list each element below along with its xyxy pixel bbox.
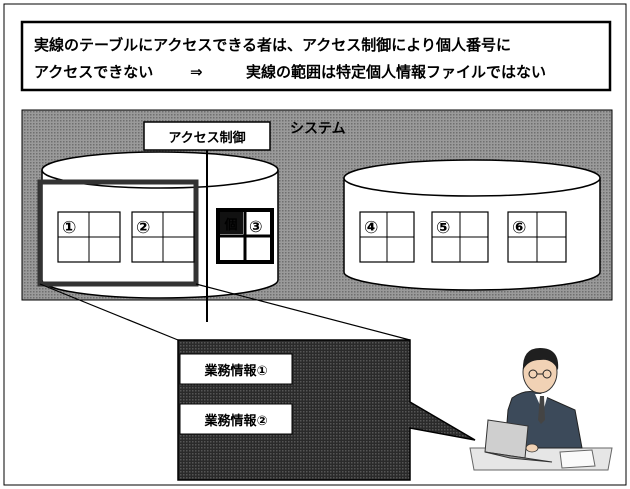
table-2: ② xyxy=(131,211,195,263)
header-line-1: 実線のテーブルにアクセスできる者は、アクセス制御により個人番号に xyxy=(34,36,511,54)
office-worker-icon xyxy=(469,348,613,471)
table-4: ④ xyxy=(359,211,415,263)
table-1-label: ① xyxy=(62,218,76,238)
business-info-1-label: 業務情報① xyxy=(203,363,267,379)
selection-range-box xyxy=(37,179,199,287)
header-box: 実線のテーブルにアクセスできる者は、アクセス制御により個人番号に アクセスできな… xyxy=(20,20,612,92)
table-1: ① xyxy=(57,211,121,263)
table-4-label: ④ xyxy=(364,218,378,238)
table-6: ⑥ xyxy=(507,211,567,263)
header-line-2-left: アクセスできない xyxy=(34,63,153,81)
arrow-icon: ⇒ xyxy=(190,63,203,81)
business-info-2-label: 業務情報② xyxy=(203,413,267,429)
zoom-line-right xyxy=(195,283,411,341)
personal-number-mark: 個 xyxy=(223,217,237,233)
table-3-label: ③ xyxy=(249,217,263,236)
table-3: 個 ③ xyxy=(216,208,274,264)
business-info-1-box: 業務情報① xyxy=(179,353,293,385)
system-title: システム xyxy=(290,121,346,137)
table-5: ⑤ xyxy=(431,211,489,263)
table-5-label: ⑤ xyxy=(436,218,450,238)
access-control-label: アクセス制御 xyxy=(168,130,245,146)
access-control-box: アクセス制御 xyxy=(143,121,271,151)
header-line-2-right: 実線の範囲は特定個人情報ファイルではない xyxy=(246,63,546,81)
table-6-label: ⑥ xyxy=(512,218,526,238)
zoom-line-left xyxy=(39,283,179,341)
business-info-2-box: 業務情報② xyxy=(179,403,293,435)
table-2-label: ② xyxy=(136,218,150,238)
